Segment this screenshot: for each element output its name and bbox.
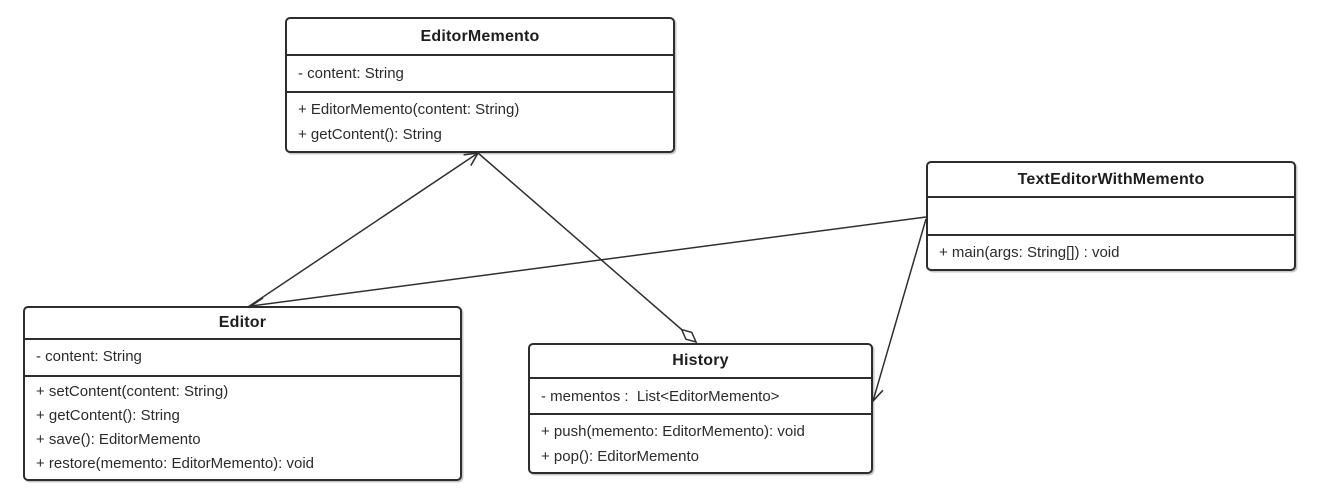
class-attributes-texteditorwithmemento [928,198,1294,236]
class-title-history: History [530,345,871,379]
class-methods-editormemento: + EditorMemento(content: String) + getCo… [287,93,673,151]
method: + EditorMemento(content: String) [298,101,520,118]
class-attributes-history: - mementos : List<EditorMemento> [530,379,871,415]
relationship-association-texteditorwithmemento-to-history [869,218,927,403]
class-box-texteditorwithmemento: TextEditorWithMemento + main(args: Strin… [926,161,1296,271]
class-box-history: History - mementos : List<EditorMemento>… [528,343,873,474]
method: + getContent(): String [36,407,180,424]
attribute: - content: String [36,348,142,366]
relationship-association-editor-to-editormemento [247,152,480,308]
method: + main(args: String[]) : void [939,243,1120,261]
method: + getContent(): String [298,126,442,143]
attribute: - mementos : List<EditorMemento> [541,387,780,405]
method: + save(): EditorMemento [36,431,201,448]
class-box-editormemento: EditorMemento - content: String + Editor… [285,17,675,153]
class-title-editor: Editor [25,308,460,340]
attribute: - content: String [298,65,404,82]
method: + restore(memento: EditorMemento): void [36,455,315,472]
class-attributes-editormemento: - content: String [287,56,673,93]
method: + pop(): EditorMemento [541,447,699,465]
method: + setContent(content: String) [36,383,229,400]
method: + push(memento: EditorMemento): void [541,422,805,440]
class-attributes-editor: - content: String [25,340,460,377]
class-box-editor: Editor - content: String + setContent(co… [23,306,462,481]
class-methods-history: + push(memento: EditorMemento): void + p… [530,415,871,472]
class-methods-editor: + setContent(content: String) + getConte… [25,377,460,479]
class-methods-texteditorwithmemento: + main(args: String[]) : void [928,236,1294,269]
relationship-aggregation-editormemento-to-history [477,152,698,344]
class-title-texteditorwithmemento: TextEditorWithMemento [928,163,1294,198]
class-title-editormemento: EditorMemento [287,19,673,56]
relationship-association-texteditorwithmemento-to-editor [249,216,927,312]
